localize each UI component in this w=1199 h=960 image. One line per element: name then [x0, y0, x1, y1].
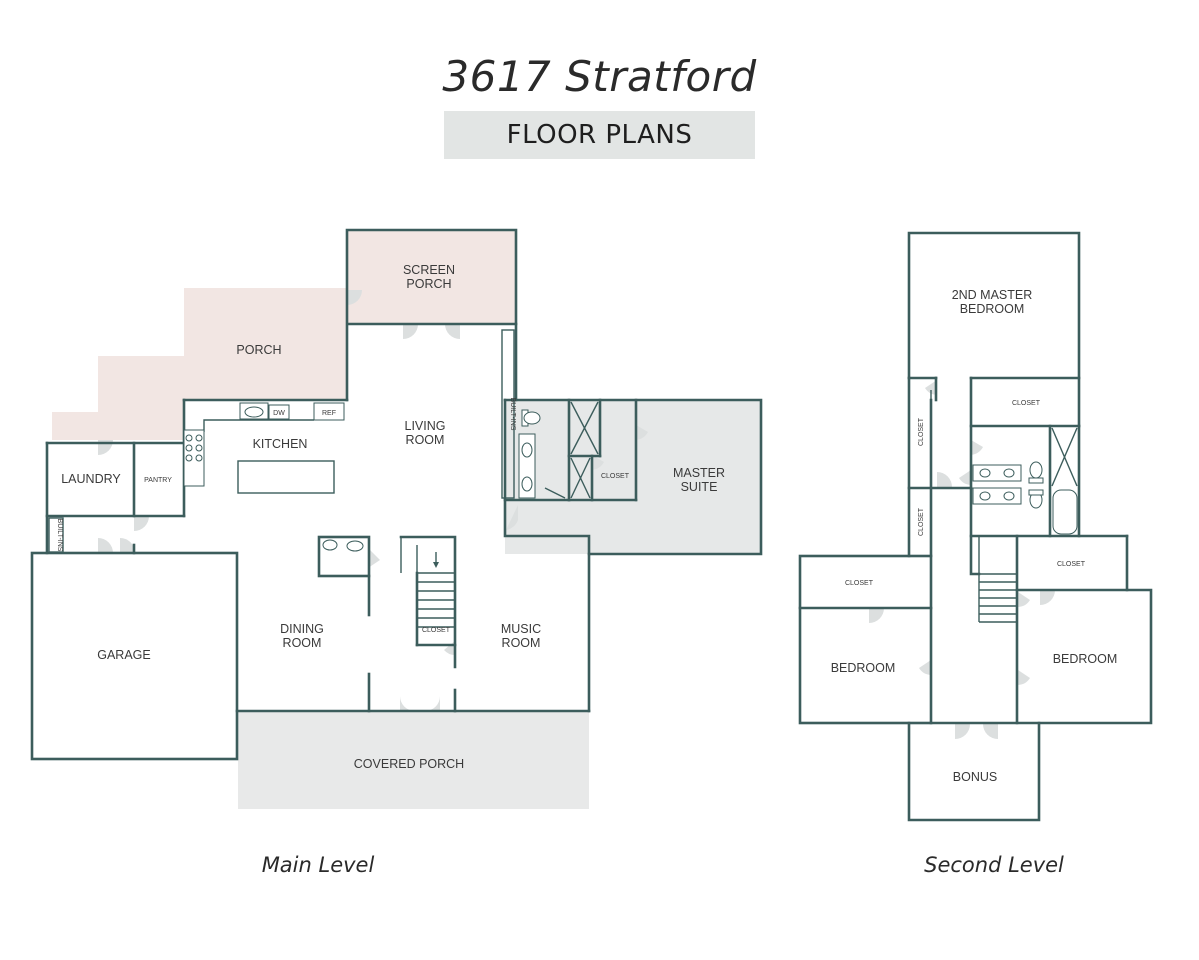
master-suite-label-1: MASTER	[673, 466, 725, 480]
builtins-laundry-label: BUILT-INS	[56, 519, 63, 552]
second-walls	[798, 231, 1153, 822]
master-suite-label-2: SUITE	[681, 480, 718, 494]
screen-porch-area	[347, 230, 516, 324]
living-room-label-1: LIVING	[405, 419, 446, 433]
hall-closet-1-label: CLOSET	[918, 417, 925, 446]
living-room-label-2: ROOM	[406, 433, 445, 447]
porch-area	[52, 288, 347, 440]
plan-title: 3617 Stratford	[442, 52, 757, 101]
garage-label: GARAGE	[97, 648, 151, 662]
laundry-label: LAUNDRY	[61, 472, 121, 486]
builtins-living-label: BUILT-INS	[509, 398, 516, 431]
main-fixtures	[48, 329, 599, 628]
right-closet-label: CLOSET	[1057, 561, 1086, 568]
plan-subtitle: FLOOR PLANS	[506, 120, 693, 150]
bonus-label: BONUS	[953, 770, 997, 784]
dw-label: DW	[273, 410, 285, 417]
pantry-label: PANTRY	[144, 477, 172, 484]
main-level-caption: Main Level	[262, 853, 375, 877]
top-closet-label: CLOSET	[1012, 400, 1041, 407]
covered-porch-area	[238, 711, 589, 809]
ref-label: REF	[322, 410, 336, 417]
screen-porch-label-1: SCREEN	[403, 263, 455, 277]
screen-porch-label-2: PORCH	[406, 277, 451, 291]
second-level-plan: 2ND MASTER BEDROOM CLOSET CLOSET CLOSET …	[798, 231, 1153, 877]
main-walls	[30, 228, 763, 761]
music-room-label-2: ROOM	[502, 636, 541, 650]
second-fixtures	[930, 390, 1078, 623]
covered-porch-label: COVERED PORCH	[354, 757, 464, 771]
music-room-label-1: MUSIC	[501, 622, 541, 636]
subtitle-banner	[444, 111, 755, 159]
dining-room-label-2: ROOM	[283, 636, 322, 650]
porch-label: PORCH	[236, 343, 281, 357]
second-level-caption: Second Level	[924, 853, 1064, 877]
left-closet-label: CLOSET	[845, 580, 874, 587]
hall-closet-2-label: CLOSET	[918, 507, 925, 536]
main-level-plan: SCREEN PORCH PORCH LIVING ROOM KITCHEN L…	[30, 228, 763, 877]
right-bedroom-label: BEDROOM	[1053, 652, 1118, 666]
master-suite-area	[505, 400, 761, 554]
stair-closet-label: CLOSET	[422, 627, 451, 634]
second-master-label-2: BEDROOM	[960, 302, 1025, 316]
left-bedroom-label: BEDROOM	[831, 661, 896, 675]
door-swings-second	[869, 380, 1055, 739]
main-labels: SCREEN PORCH PORCH LIVING ROOM KITCHEN L…	[56, 263, 725, 877]
kitchen-label: KITCHEN	[253, 437, 308, 451]
second-master-label-1: 2ND MASTER	[952, 288, 1033, 302]
master-closet-label: CLOSET	[601, 473, 630, 480]
second-labels: 2ND MASTER BEDROOM CLOSET CLOSET CLOSET …	[831, 288, 1118, 877]
dining-room-label-1: DINING	[280, 622, 324, 636]
